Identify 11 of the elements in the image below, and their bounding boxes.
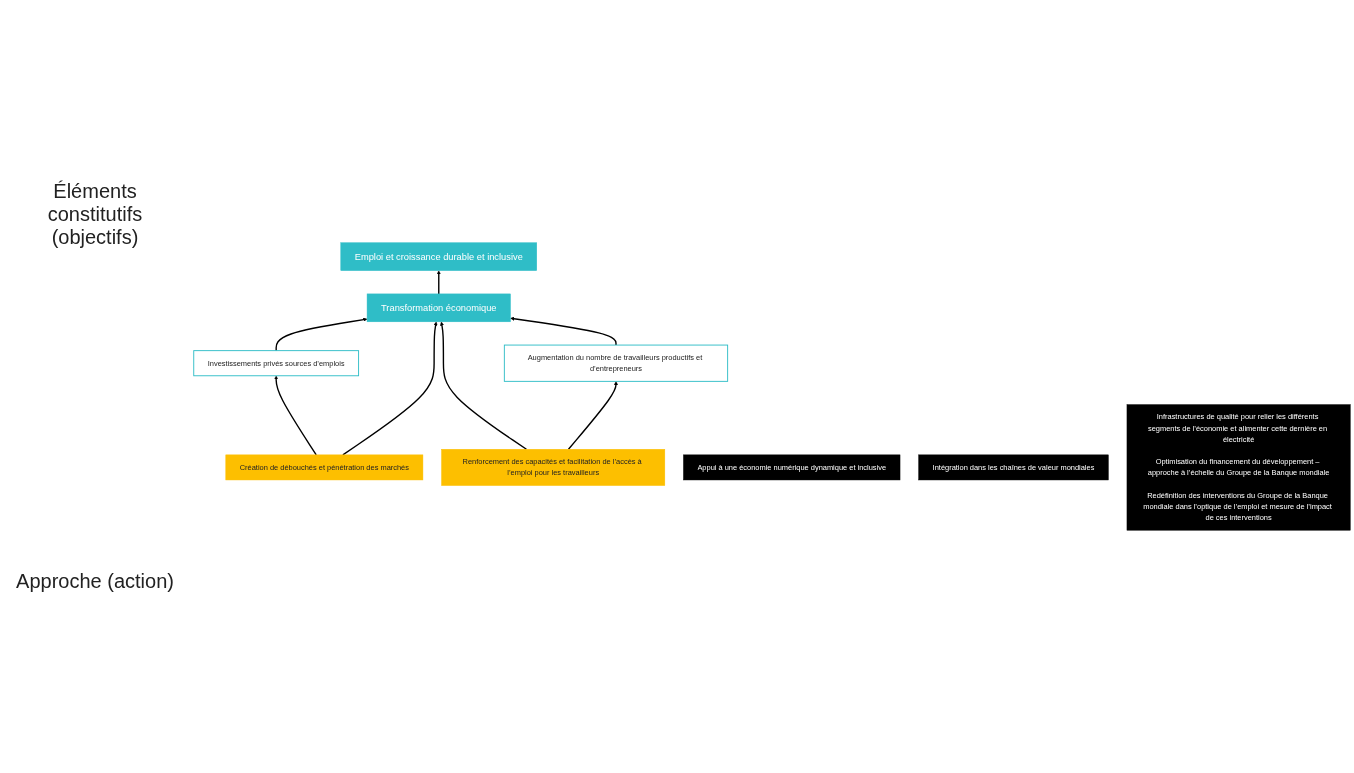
- node-box: Transformation économique: [366, 293, 511, 323]
- arrow: [342, 321, 438, 456]
- row-label: Approche (action): [15, 569, 175, 593]
- node-box: Emploi et croissance durable et inclusive: [340, 242, 537, 271]
- arrow: [439, 321, 528, 450]
- arrow: [275, 317, 368, 352]
- arrow: [567, 381, 619, 450]
- arrow: [510, 316, 617, 346]
- arrow: [274, 375, 317, 456]
- arrow: [436, 270, 441, 295]
- row-label: Éléments constitutifs (objectifs): [46, 180, 144, 250]
